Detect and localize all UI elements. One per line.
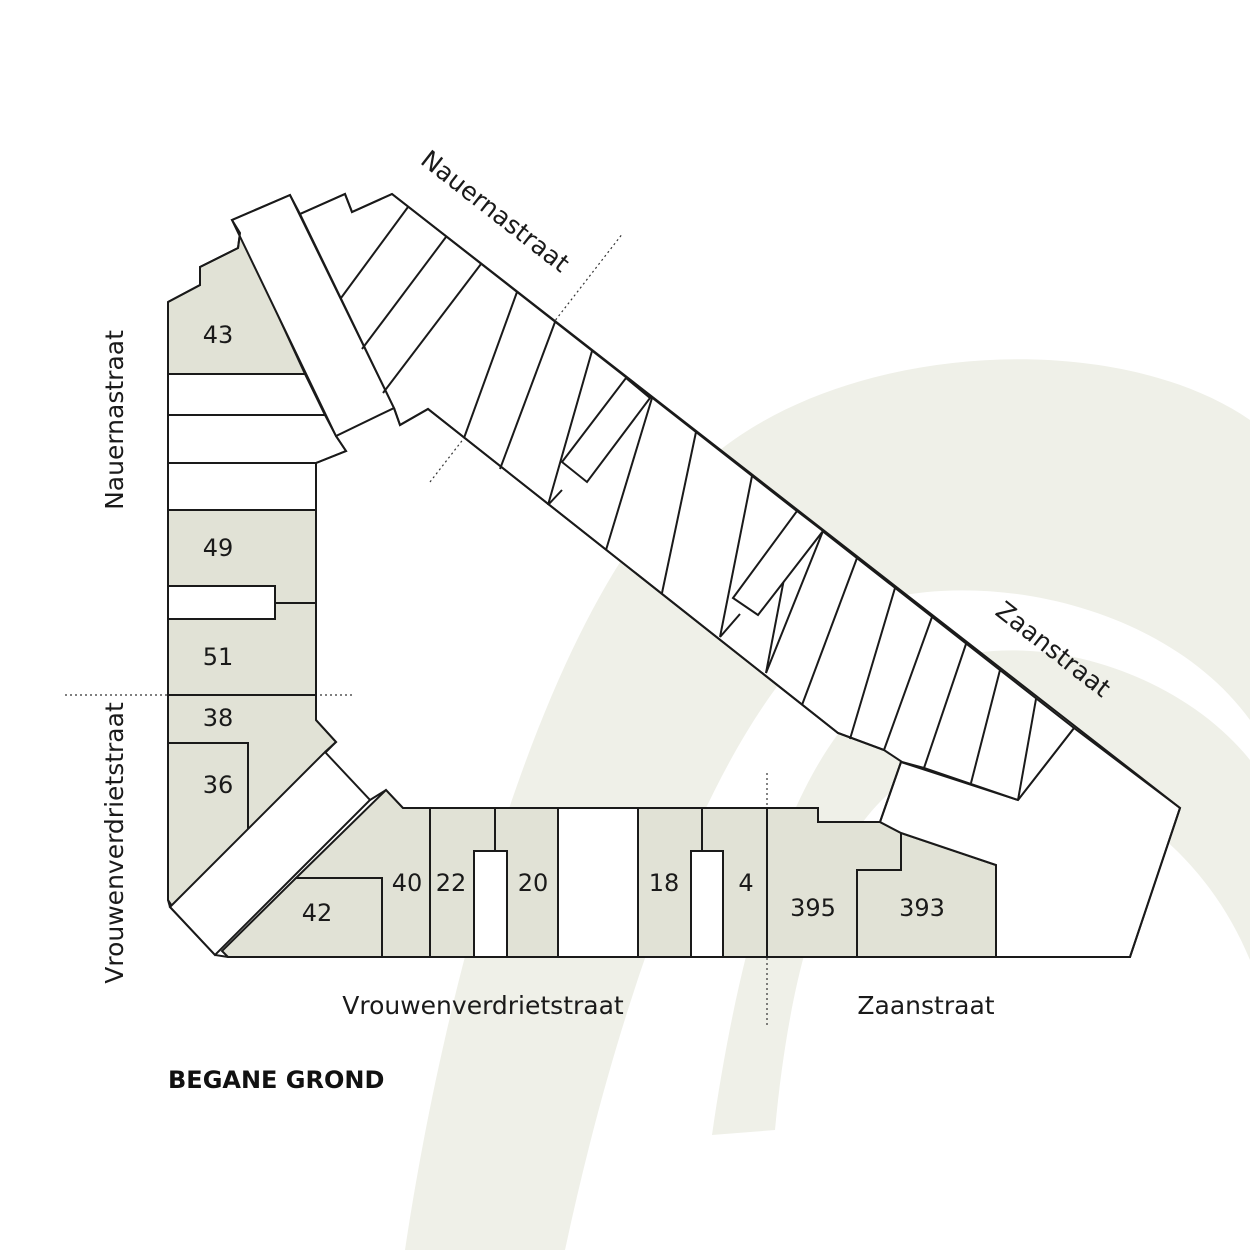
storage-18 — [690, 850, 724, 958]
unit-20-label: 20 — [518, 869, 549, 897]
unit-18-label: 18 — [649, 869, 680, 897]
building-outline — [167, 192, 1182, 958]
passage-south — [557, 807, 639, 958]
unit-395-label: 395 — [790, 894, 836, 922]
corridor-west-1 — [167, 373, 327, 416]
unit-38-label: 38 — [203, 704, 234, 732]
storage-notch-1 — [560, 376, 652, 484]
corridor-west-2 — [167, 414, 348, 464]
unit-49-label: 49 — [203, 534, 234, 562]
corridor-west-3 — [167, 462, 317, 511]
storage-22 — [473, 850, 508, 958]
northeast-wing — [298, 192, 1076, 802]
unit-42-label: 42 — [302, 899, 333, 927]
unit-40-label: 40 — [392, 869, 423, 897]
unit-393-label: 393 — [899, 894, 945, 922]
unit-22-label: 22 — [436, 869, 467, 897]
storage-west — [167, 585, 276, 620]
street-label-vrouwenverdrietstraat-bottom: Vrouwenverdrietstraat — [342, 991, 624, 1020]
street-label-zaanstraat-bottom: Zaanstraat — [857, 991, 994, 1020]
unit-4-label: 4 — [738, 869, 753, 897]
south-wing — [220, 726, 1182, 958]
street-label-vrouwenverdrietstraat-left: Vrouwenverdrietstraat — [100, 702, 129, 984]
floor-label: BEGANE GROND — [168, 1066, 384, 1094]
unit-51-label: 51 — [203, 643, 234, 671]
unit-43-label: 43 — [203, 321, 234, 349]
unit-36-label: 36 — [203, 771, 234, 799]
street-label-nauernastraat-left: Nauernastraat — [100, 330, 129, 510]
